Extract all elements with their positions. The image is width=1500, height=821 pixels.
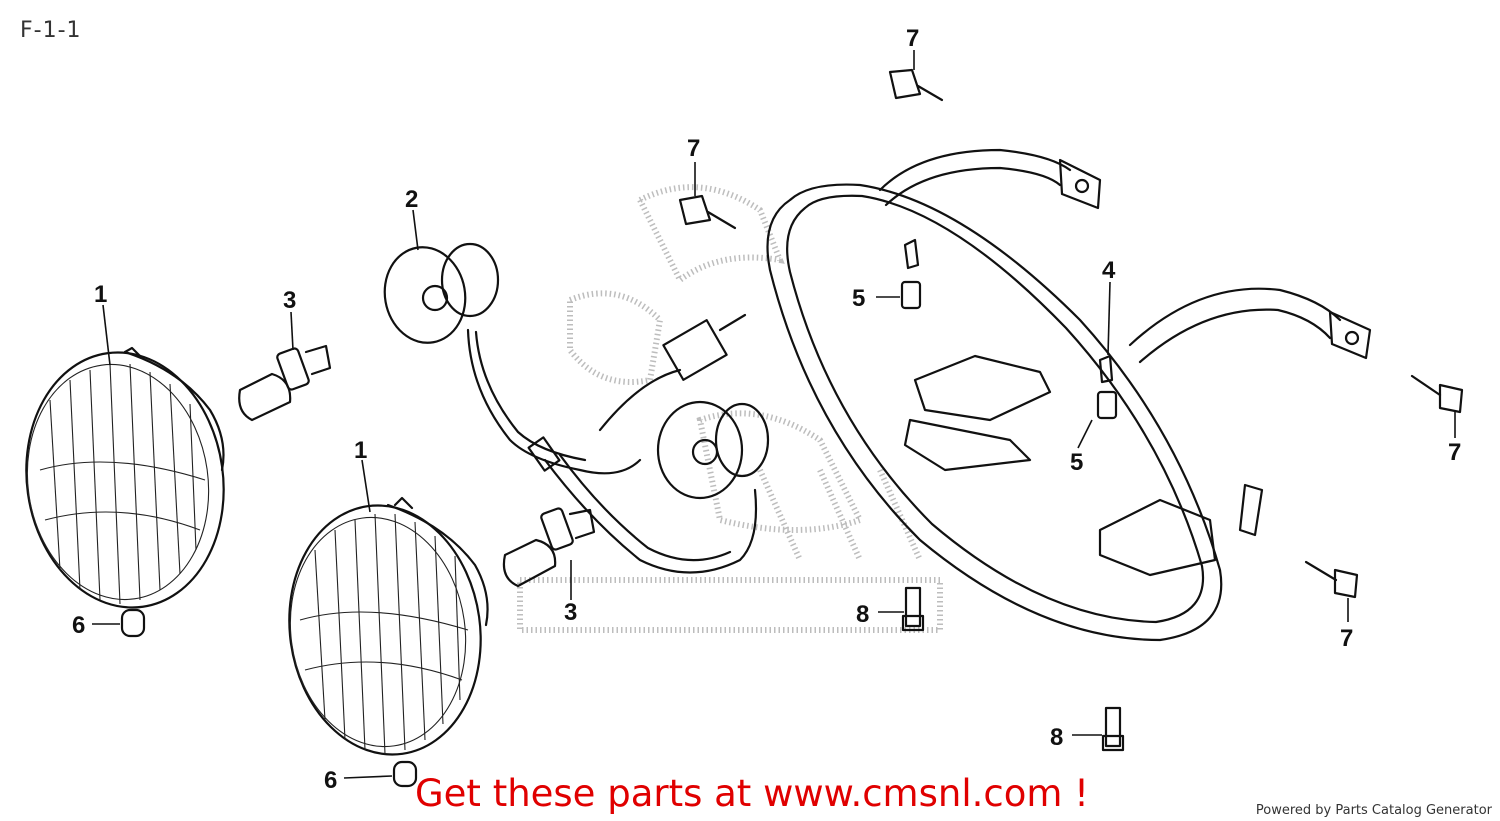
- callout-7-right-lower: 7: [1340, 625, 1353, 652]
- headlight-case: [766, 148, 1372, 642]
- callouts: 1 1 2 3 3 4 5 5 6 6 7 7 7 7 8 8: [72, 25, 1461, 794]
- diagram-code: F-1-1: [20, 18, 82, 43]
- rubber-lower: [1096, 390, 1118, 420]
- bolt-right-upper: [1410, 374, 1464, 414]
- headlight-right: [288, 496, 489, 756]
- callout-5-lower: 5: [1070, 449, 1083, 476]
- collar-left: [120, 608, 146, 638]
- callout-4: 4: [1102, 257, 1116, 284]
- callout-8-lower: 8: [1050, 724, 1063, 751]
- callout-6-left: 6: [72, 612, 85, 639]
- callout-7-top: 7: [906, 25, 919, 52]
- bolt-right-lower: [1304, 560, 1359, 599]
- callout-1-right: 1: [354, 437, 367, 464]
- bolt-mid: [678, 194, 737, 230]
- callout-7-right-upper: 7: [1448, 439, 1461, 466]
- headlight-left: [25, 346, 225, 609]
- callout-1-left: 1: [94, 281, 107, 308]
- screw-mid: [901, 586, 925, 632]
- bulb-right: [502, 507, 596, 588]
- callout-3-lower: 3: [564, 599, 577, 626]
- promo-banner: Get these parts at www.cmsnl.com !: [414, 772, 1089, 815]
- socket-cord: [383, 242, 770, 574]
- callout-7-mid: 7: [687, 135, 700, 162]
- rubber-upper: [900, 280, 922, 310]
- callout-3-upper: 3: [283, 287, 296, 314]
- callout-6-right: 6: [324, 767, 337, 794]
- collar-right: [392, 760, 418, 788]
- powered-by-label: Powered by Parts Catalog Generator: [1255, 803, 1492, 818]
- bolt-top: [888, 68, 944, 102]
- callout-2: 2: [405, 186, 418, 213]
- callout-5-upper: 5: [852, 285, 865, 312]
- screw-lower: [1101, 706, 1125, 752]
- bulb-left: [238, 344, 332, 422]
- callout-8-mid: 8: [856, 601, 869, 628]
- watermark: [517, 184, 943, 633]
